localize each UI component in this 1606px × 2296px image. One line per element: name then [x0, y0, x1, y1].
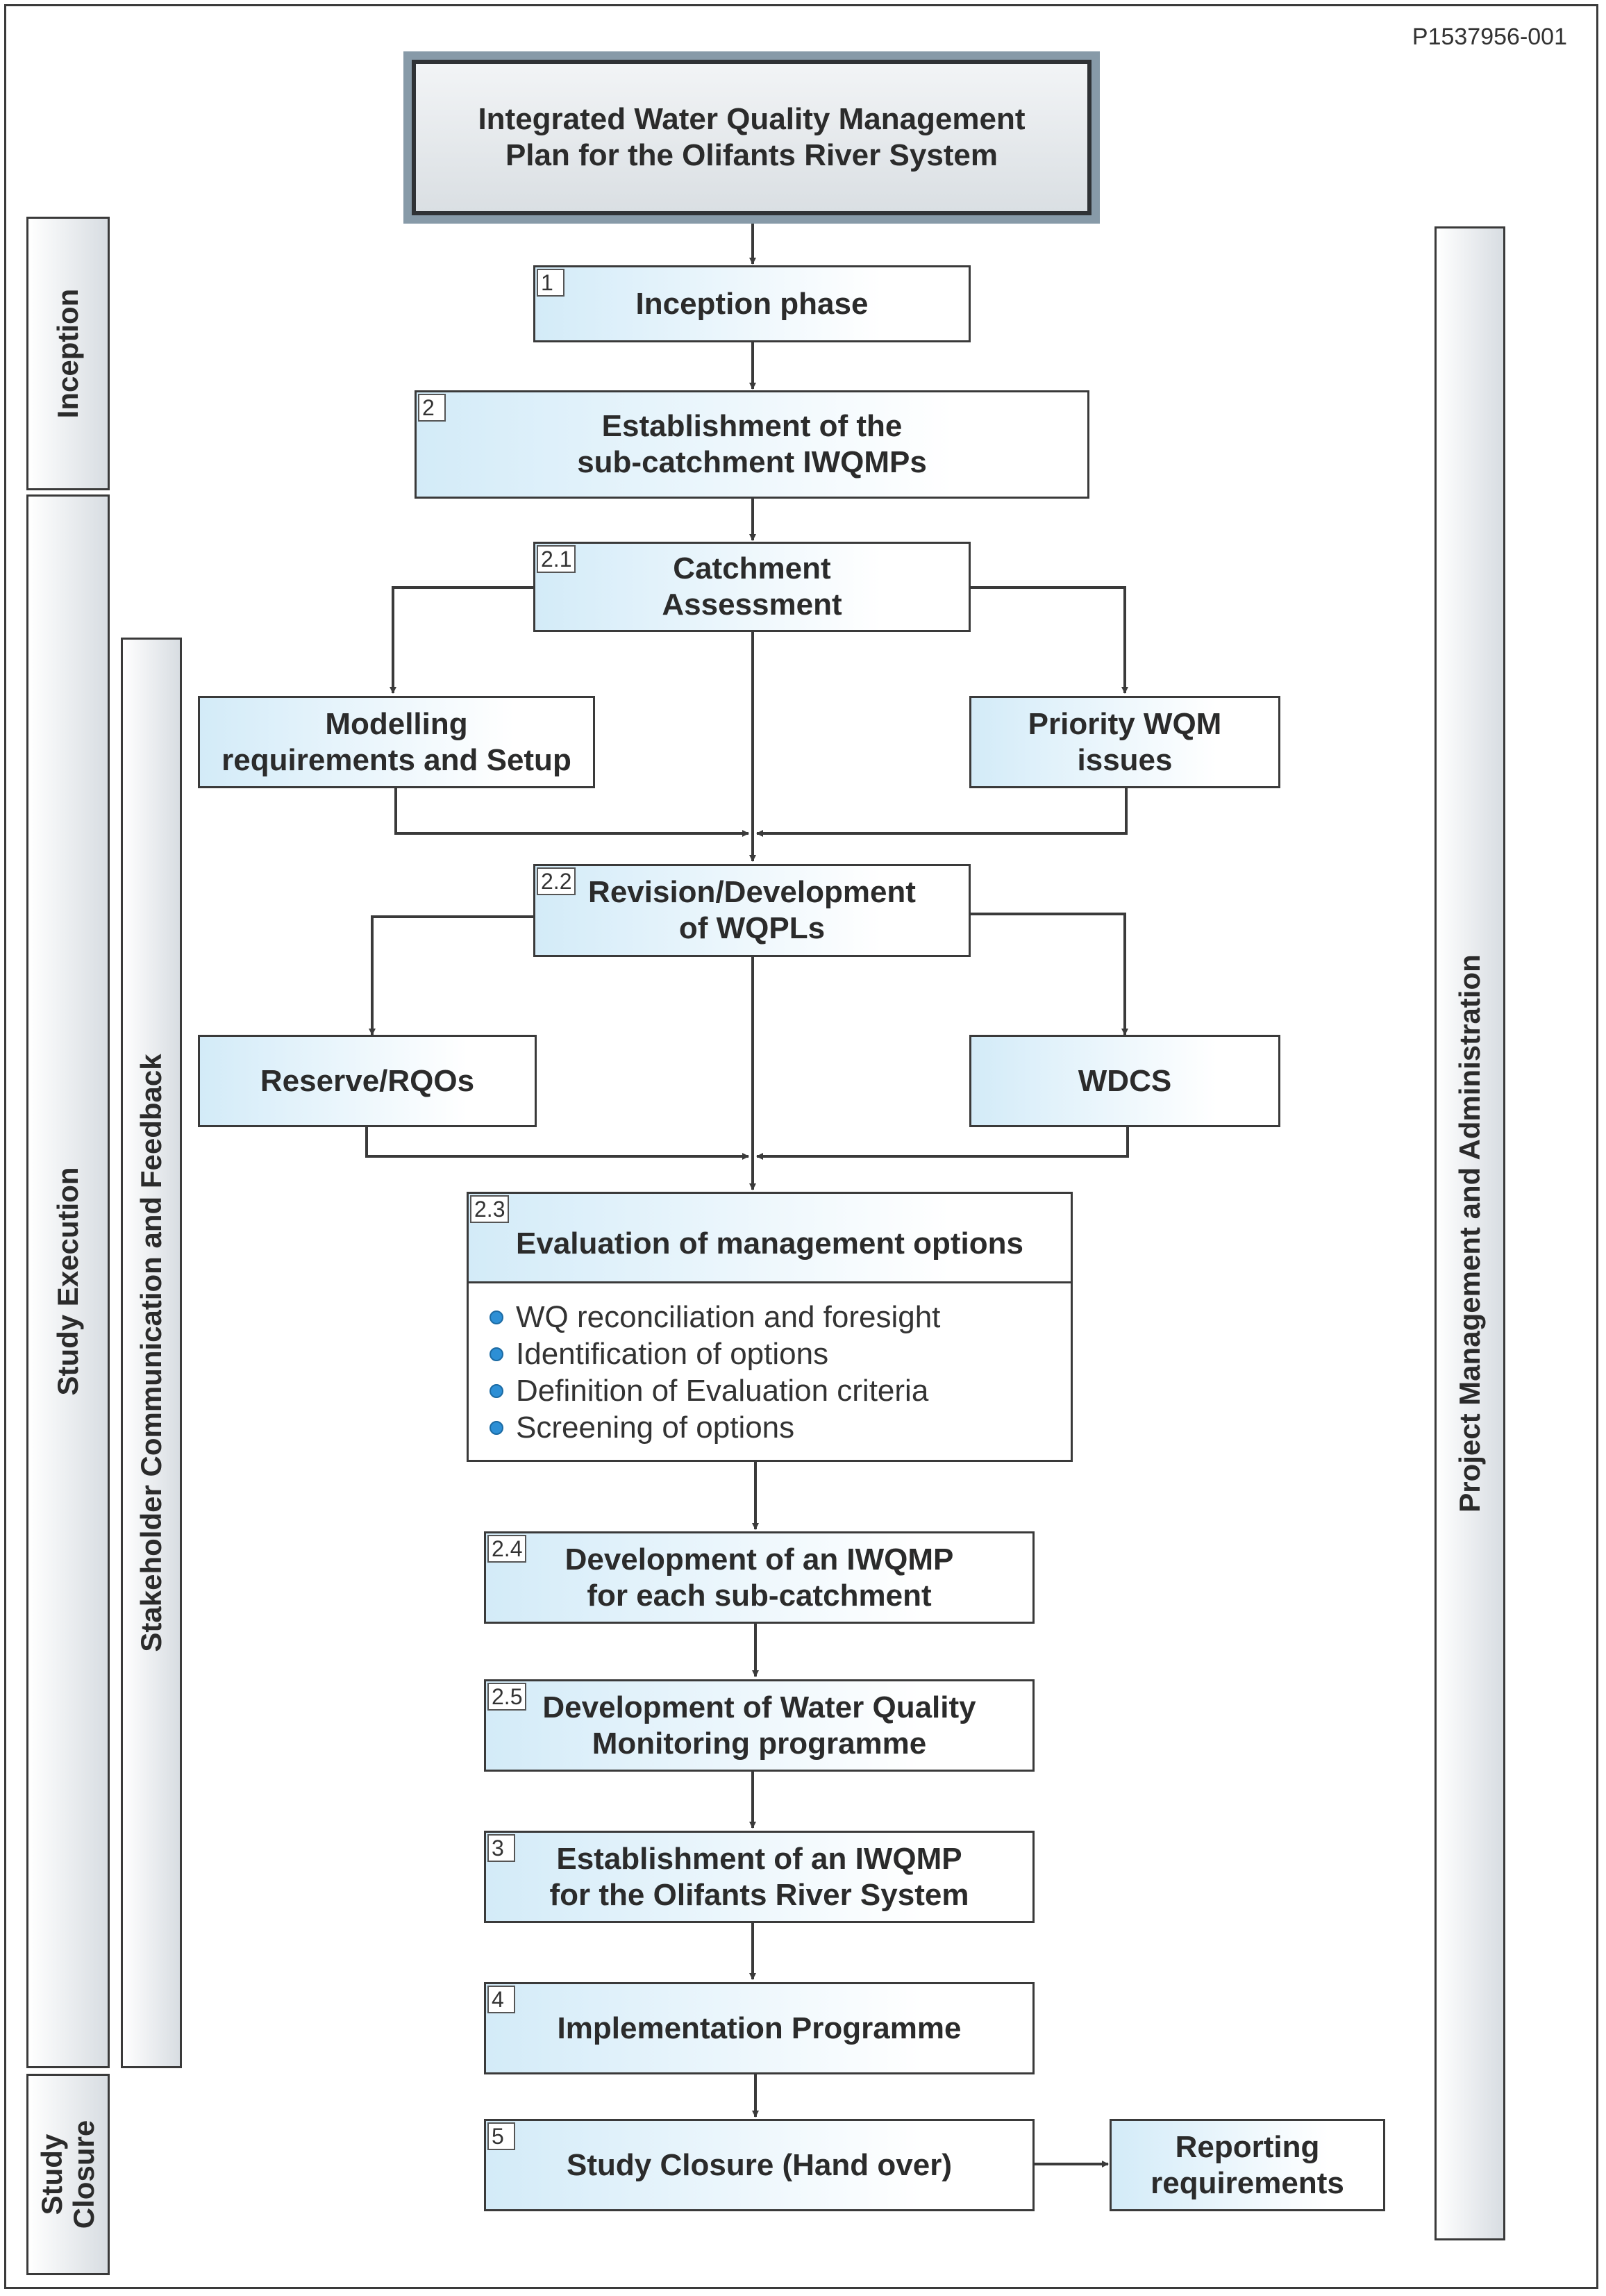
bullet-dot-icon	[490, 1383, 503, 1398]
step-2.1-catchment-assessment: 2.1 Catchment Assessment	[533, 542, 971, 632]
reference-code: P1537956-001	[1412, 24, 1567, 50]
phase-bar-inception: Inception	[26, 217, 110, 490]
step-label: Development of Water Quality Monitoring …	[542, 1690, 976, 1761]
step-label: Revision/Development of WQPLs	[588, 875, 916, 945]
box-label: Reserve/RQOs	[260, 1063, 475, 1098]
bullet-item: Screening of options	[490, 1409, 1071, 1446]
stakeholder-communication-bar: Stakeholder Communication and Feedback	[121, 638, 182, 2068]
reporting-requirements-box: Reporting requirements	[1110, 2119, 1385, 2211]
phase-bar-study-execution: Study Execution	[26, 494, 110, 2068]
bullet-item: Identification of options	[490, 1336, 1071, 1372]
box-label: WDCS	[1078, 1063, 1172, 1098]
step-number: 2.2	[537, 867, 576, 895]
step-4-implementation-programme: 4 Implementation Programme	[484, 1982, 1035, 2074]
box-label: Reporting requirements	[1151, 2129, 1344, 2200]
step-number: 5	[487, 2122, 515, 2150]
arrow-2.2-to-wdcs	[969, 913, 1128, 1035]
arrow-reserve-to-2.3	[365, 1127, 749, 1160]
box-label: Priority WQM issues	[1028, 706, 1222, 777]
step-number: 2.4	[487, 1535, 527, 1563]
step-number: 4	[487, 1986, 515, 2013]
plan-title: Integrated Water Quality Management Plan…	[478, 102, 1026, 172]
box-label: Modelling requirements and Setup	[221, 706, 571, 777]
bullet-item: Definition of Evaluation criteria	[490, 1372, 1071, 1409]
arrow-modelling-to-2.2	[394, 788, 749, 837]
arrow-2.2-to-reserve	[369, 915, 533, 1035]
step-number: 2.3	[470, 1195, 510, 1223]
step-2.5-monitoring-programme: 2.5 Development of Water Quality Monitor…	[484, 1679, 1035, 1772]
step-2.3-evaluation-details: WQ reconciliation and foresight Identifi…	[467, 1283, 1073, 1462]
bullet-dot-icon	[490, 1347, 503, 1361]
step-label: Development of an IWQMP for each sub-cat…	[564, 1542, 954, 1613]
project-management-bar: Project Management and Administration	[1434, 226, 1505, 2240]
reserve-rqos-box: Reserve/RQOs	[198, 1035, 537, 1127]
wdcs-box: WDCS	[969, 1035, 1280, 1127]
phase-bar-study-closure: Study Closure	[26, 2074, 110, 2275]
arrow-wdcs-to-2.3	[756, 1127, 1129, 1160]
arrow-2.1-to-modelling	[390, 586, 533, 694]
step-label: Establishment of the sub-catchment IWQMP…	[577, 409, 927, 479]
arrow-priority-to-2.2	[756, 788, 1128, 837]
bullet-dot-icon	[490, 1310, 503, 1324]
step-2.2-revision-wqpls: 2.2 Revision/Development of WQPLs	[533, 864, 971, 957]
priority-wqm-issues-box: Priority WQM issues	[969, 696, 1280, 788]
step-label: Inception phase	[635, 286, 869, 321]
arrow-2.1-to-priority	[969, 586, 1128, 694]
step-number: 1	[537, 269, 564, 297]
step-label: Catchment Assessment	[662, 551, 842, 622]
step-number: 2.1	[537, 545, 576, 573]
modelling-requirements-box: Modelling requirements and Setup	[198, 696, 595, 788]
step-number: 2	[418, 394, 446, 422]
step-number: 2.5	[487, 1683, 527, 1711]
step-label: Study Closure (Hand over)	[567, 2147, 952, 2182]
step-2-sub-catchment-iwqmps: 2 Establishment of the sub-catchment IWQ…	[415, 390, 1089, 499]
plan-title-box: Integrated Water Quality Management Plan…	[403, 51, 1100, 224]
step-number: 3	[487, 1834, 515, 1862]
bullet-dot-icon	[490, 1420, 503, 1435]
diagram-frame	[4, 4, 1598, 2289]
bullet-item: WQ reconciliation and foresight	[490, 1299, 1071, 1336]
step-1-inception-phase: 1 Inception phase	[533, 265, 971, 342]
step-label: Evaluation of management options	[516, 1226, 1023, 1261]
step-5-study-closure: 5 Study Closure (Hand over)	[484, 2119, 1035, 2211]
step-label: Implementation Programme	[557, 2011, 962, 2045]
step-2.3-evaluation-header: 2.3 Evaluation of management options	[467, 1192, 1073, 1283]
step-3-iwqmp-olifants: 3 Establishment of an IWQMP for the Olif…	[484, 1831, 1035, 1923]
step-label: Establishment of an IWQMP for the Olifan…	[549, 1841, 969, 1912]
evaluation-bullet-list: WQ reconciliation and foresight Identifi…	[469, 1283, 1071, 1446]
step-2.4-iwqmp-each-sub-catchment: 2.4 Development of an IWQMP for each sub…	[484, 1531, 1035, 1624]
